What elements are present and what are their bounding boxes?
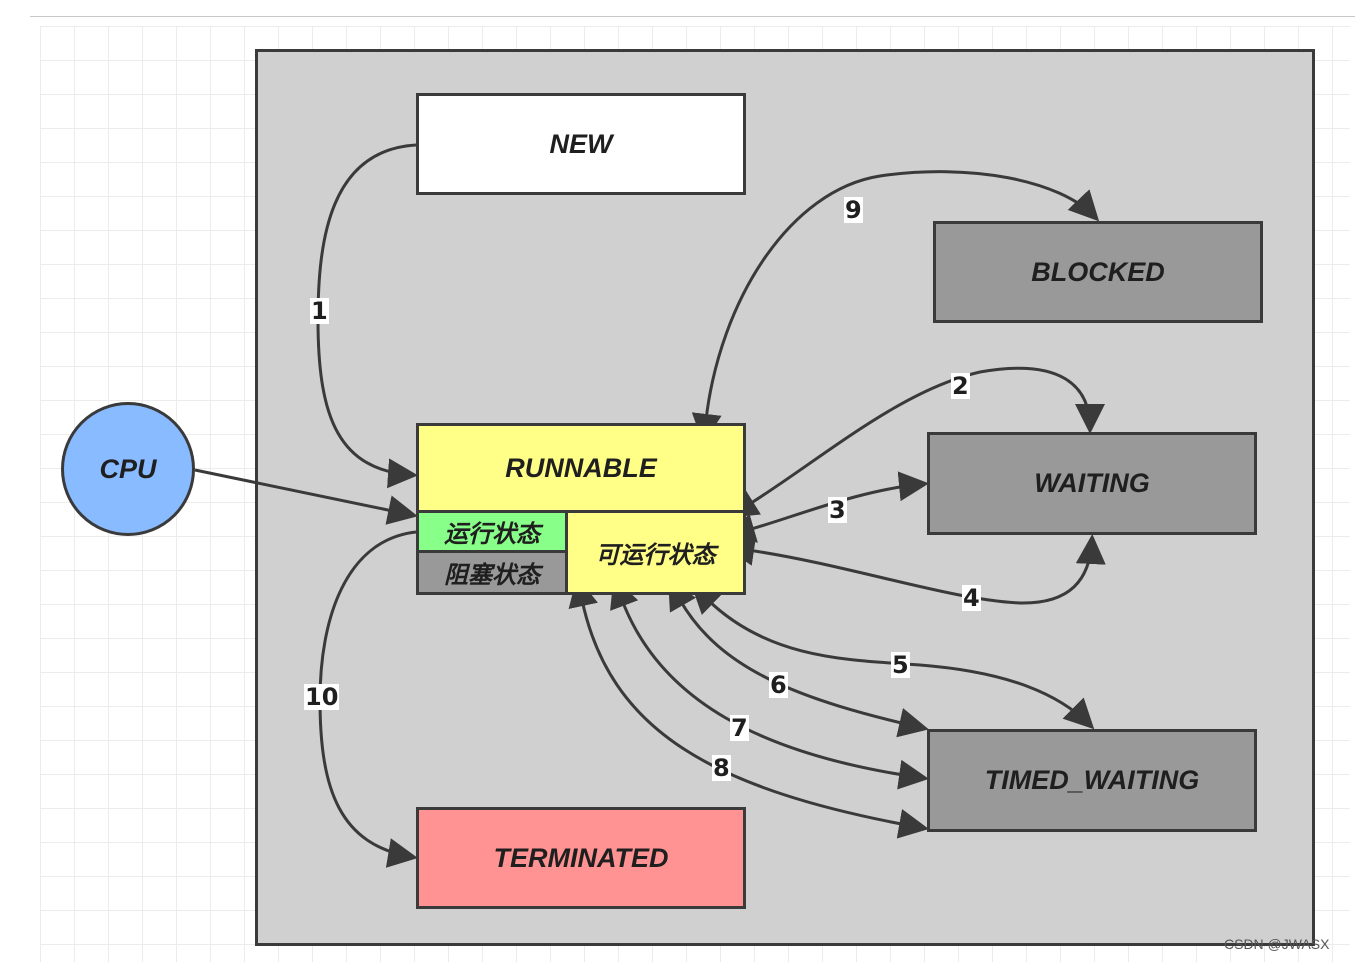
csdn-watermark: CSDN @JWASX bbox=[1224, 936, 1330, 952]
substate-running-label: 运行状态 bbox=[444, 521, 540, 548]
cpu-label: CPU bbox=[99, 453, 157, 484]
top-divider bbox=[30, 16, 1355, 17]
transition-label-5: 5 bbox=[891, 651, 910, 679]
transition-label-2: 2 bbox=[951, 372, 970, 400]
transition-label-6: 6 bbox=[769, 671, 788, 699]
transition-label-8: 8 bbox=[712, 754, 731, 782]
state-terminated: TERMINATED bbox=[416, 807, 746, 909]
state-new-label: NEW bbox=[549, 128, 613, 159]
transition-label-1: 1 bbox=[310, 297, 329, 325]
transition-label-7: 7 bbox=[730, 714, 749, 742]
state-timed-waiting-label: TIMED_WAITING bbox=[984, 765, 1200, 795]
state-runnable-label: RUNNABLE bbox=[505, 452, 657, 483]
state-waiting-label: WAITING bbox=[1034, 468, 1150, 498]
state-timed-waiting: TIMED_WAITING bbox=[927, 729, 1257, 832]
transition-label-10: 10 bbox=[304, 683, 340, 711]
state-new: NEW bbox=[416, 93, 746, 195]
state-runnable: RUNNABLE bbox=[416, 423, 746, 513]
cpu-node: CPU bbox=[61, 402, 195, 536]
state-blocked: BLOCKED bbox=[933, 221, 1263, 323]
transition-label-9: 9 bbox=[844, 196, 863, 224]
substate-running: 运行状态 bbox=[416, 510, 568, 553]
arrow-1 bbox=[316, 143, 418, 489]
arrow-8 bbox=[568, 576, 929, 839]
transition-label-3: 3 bbox=[828, 496, 847, 524]
substate-runnable-label: 可运行状态 bbox=[595, 542, 716, 569]
arrow-9 bbox=[691, 170, 1100, 444]
state-blocked-label: BLOCKED bbox=[1031, 256, 1165, 287]
substate-blocking-label: 阻塞状态 bbox=[444, 562, 540, 589]
state-terminated-label: TERMINATED bbox=[493, 842, 669, 873]
arrow-cpu bbox=[194, 468, 418, 525]
state-runnable-group: RUNNABLE 运行状态 阻塞状态 可运行状态 bbox=[416, 423, 746, 595]
state-waiting: WAITING bbox=[927, 432, 1257, 535]
substate-blocking: 阻塞状态 bbox=[416, 550, 568, 595]
substate-runnable: 可运行状态 bbox=[565, 510, 746, 595]
arrow-4 bbox=[724, 534, 1106, 605]
transition-label-4: 4 bbox=[962, 584, 981, 612]
